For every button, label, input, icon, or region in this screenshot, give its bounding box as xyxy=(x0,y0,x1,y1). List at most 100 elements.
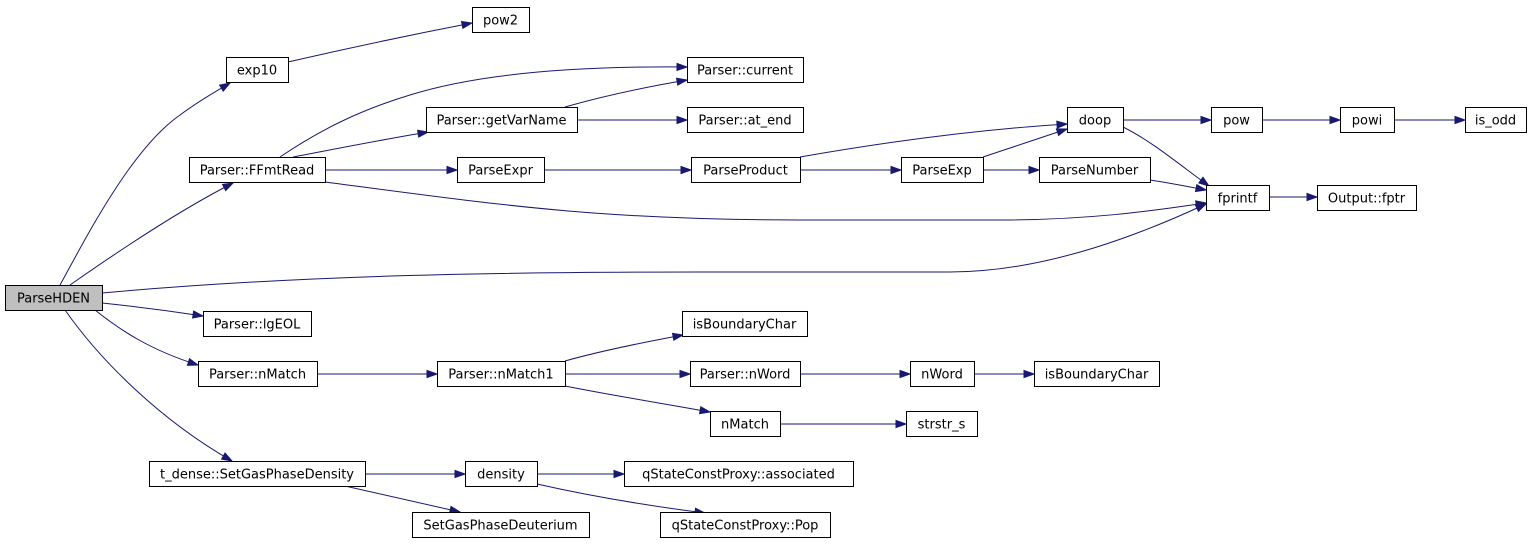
edge-arrowhead xyxy=(186,357,200,366)
node-label: nWord xyxy=(921,368,963,383)
node-nWordP[interactable]: Parser::nWord xyxy=(690,361,801,387)
edge-SetGasPhaseDensity-to-SetGasPhaseDeuterium xyxy=(344,485,462,514)
node-ParseExp[interactable]: ParseExp xyxy=(901,157,984,183)
node-box xyxy=(437,361,566,387)
node-label: Parser::current xyxy=(697,64,793,79)
edge-line xyxy=(94,309,199,366)
node-box xyxy=(1465,107,1527,133)
node-box xyxy=(226,57,289,83)
edge-arrowhead xyxy=(454,469,467,479)
node-isBoundaryChar2[interactable]: isBoundaryChar xyxy=(1034,361,1160,387)
edge-ParseExp-to-ParseNumber xyxy=(983,165,1041,175)
edge-arrowhead xyxy=(1454,115,1467,125)
node-exp10[interactable]: exp10 xyxy=(226,57,289,83)
node-doop[interactable]: doop xyxy=(1067,107,1124,133)
node-current[interactable]: Parser::current xyxy=(687,57,804,83)
node-box xyxy=(687,107,804,133)
edge-line xyxy=(101,302,204,317)
node-label: strstr_s xyxy=(918,418,966,433)
node-pow2[interactable]: pow2 xyxy=(472,7,530,33)
node-is_odd[interactable]: is_odd xyxy=(1465,107,1527,133)
node-nMatch1[interactable]: Parser::nMatch1 xyxy=(437,361,566,387)
edge-arrowhead xyxy=(679,369,692,379)
node-label: Parser::at_end xyxy=(698,114,791,129)
node-box xyxy=(189,157,326,183)
node-label: Parser::getVarName xyxy=(436,114,566,129)
node-box xyxy=(457,157,545,183)
edge-arrowhead xyxy=(890,165,903,175)
node-label: Parser::lgEOL xyxy=(214,318,302,333)
node-at_end[interactable]: Parser::at_end xyxy=(687,107,804,133)
edge-arrowhead xyxy=(698,406,712,415)
edge-nWordP-to-nWord xyxy=(800,369,912,379)
node-Pop[interactable]: qStateConstProxy::Pop xyxy=(660,512,831,538)
node-label: ParseHDEN xyxy=(17,292,90,307)
node-isBoundaryChar1[interactable]: isBoundaryChar xyxy=(682,311,808,337)
edge-line xyxy=(324,181,1207,221)
node-nWord[interactable]: nWord xyxy=(910,361,975,387)
edge-arrowhead xyxy=(1195,200,1208,209)
edge-doop-to-fprintf xyxy=(1122,126,1211,187)
node-powi[interactable]: powi xyxy=(1340,107,1395,133)
edge-arrowhead xyxy=(899,369,912,379)
node-nMatch[interactable]: nMatch xyxy=(710,411,781,437)
node-ParseHDEN[interactable]: ParseHDEN xyxy=(5,285,103,311)
edge-arrowhead xyxy=(1023,369,1036,379)
edge-ParseHDEN-to-FFmtRead xyxy=(69,182,235,286)
edge-arrowhead xyxy=(1198,176,1211,187)
node-label: doop xyxy=(1079,114,1111,129)
node-SetGasPhaseDensity[interactable]: t_dense::SetGasPhaseDensity xyxy=(149,461,366,487)
node-box xyxy=(691,157,801,183)
edge-arrowhead xyxy=(1200,115,1213,125)
node-ParseExpr[interactable]: ParseExpr xyxy=(457,157,545,183)
edge-arrowhead xyxy=(416,129,430,138)
edge-arrowhead xyxy=(676,62,689,72)
node-box xyxy=(710,411,781,437)
node-ParseProduct[interactable]: ParseProduct xyxy=(691,157,801,183)
edge-line xyxy=(536,483,706,514)
node-box xyxy=(203,311,312,337)
node-ParseNumber[interactable]: ParseNumber xyxy=(1039,157,1151,183)
node-box xyxy=(1034,361,1160,387)
node-associated[interactable]: qStateConstProxy::associated xyxy=(624,461,854,487)
node-box xyxy=(690,361,801,387)
node-getVarName[interactable]: Parser::getVarName xyxy=(426,107,578,133)
edge-line xyxy=(799,123,1068,158)
node-label: is_odd xyxy=(1475,114,1516,129)
node-fprintf[interactable]: fprintf xyxy=(1206,185,1270,211)
edge-arrowhead xyxy=(221,182,235,192)
edge-ParseProduct-to-doop xyxy=(799,120,1069,158)
edge-ParseHDEN-to-lgEOL xyxy=(101,302,205,319)
edge-nMatch-to-strstr_s xyxy=(780,419,908,429)
node-lgEOL[interactable]: Parser::lgEOL xyxy=(203,311,312,337)
edge-SetGasPhaseDensity-to-density xyxy=(365,469,467,479)
edge-line xyxy=(287,22,473,63)
node-density[interactable]: density xyxy=(465,461,538,487)
node-box xyxy=(660,512,831,538)
node-box xyxy=(906,411,978,437)
node-strstr_s[interactable]: strstr_s xyxy=(906,411,978,437)
node-layer: ParseHDENexp10pow2Parser::FFmtReadParser… xyxy=(5,7,1527,538)
edge-arrowhead xyxy=(676,115,689,125)
node-nMatchP[interactable]: Parser::nMatch xyxy=(198,361,318,387)
node-label: ParseExpr xyxy=(468,164,533,179)
node-label: SetGasPhaseDeuterium xyxy=(423,519,577,534)
node-pow[interactable]: pow xyxy=(1211,107,1263,133)
edge-powi-to-is_odd xyxy=(1394,115,1467,125)
edge-nMatch1-to-nMatch xyxy=(564,385,712,415)
node-fptr[interactable]: Output::fptr xyxy=(1317,185,1417,211)
edge-line xyxy=(279,66,688,158)
node-SetGasPhaseDeuterium[interactable]: SetGasPhaseDeuterium xyxy=(412,512,590,538)
node-FFmtRead[interactable]: Parser::FFmtRead xyxy=(189,157,326,183)
node-label: fprintf xyxy=(1218,192,1258,207)
edge-arrowhead xyxy=(613,469,626,479)
edge-FFmtRead-to-ParseExpr xyxy=(325,165,459,175)
edge-nMatch1-to-nWordP xyxy=(565,369,692,379)
edge-ParseHDEN-to-exp10 xyxy=(59,82,232,286)
node-label: isBoundaryChar xyxy=(1045,368,1149,383)
edge-arrowhead xyxy=(1329,115,1342,125)
node-box xyxy=(149,461,366,487)
edge-exp10-to-pow2 xyxy=(287,20,474,63)
node-box xyxy=(1211,107,1263,133)
node-box xyxy=(412,512,590,538)
